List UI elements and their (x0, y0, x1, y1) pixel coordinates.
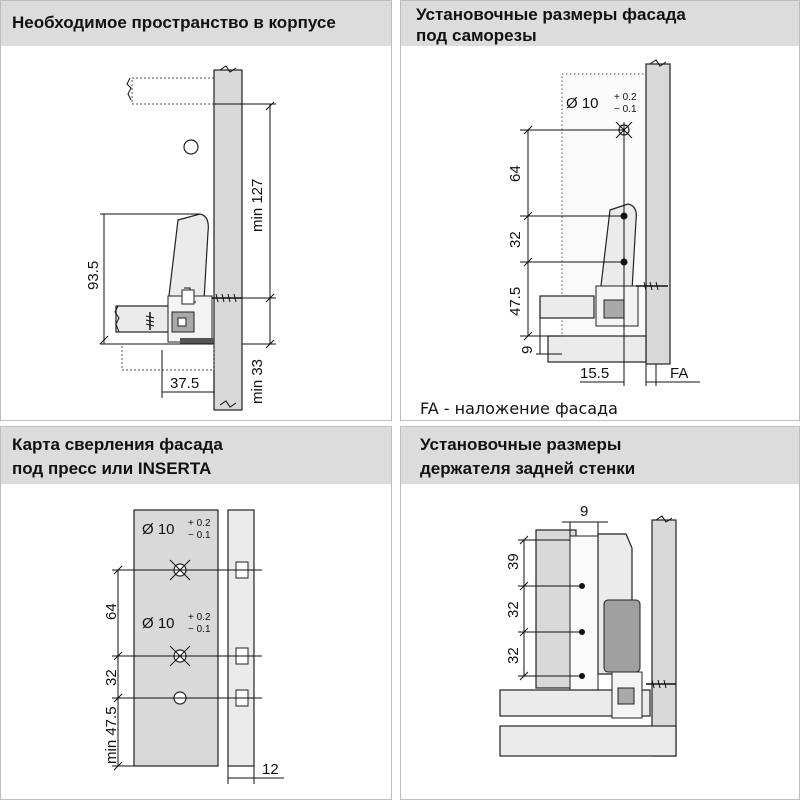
hole-diameter-2: Ø 10 (566, 95, 599, 112)
side-wall-4 (651, 519, 677, 757)
drawer-profile-2 (599, 203, 637, 295)
runner-clip-2 (603, 299, 625, 319)
dim-64-3: 64 (103, 603, 120, 620)
top-shelf (131, 77, 215, 105)
dim-47-5: 47.5 (507, 287, 524, 316)
dim-39: 39 (505, 553, 522, 570)
screw-thread-right (215, 293, 237, 303)
dim-fa: FA (670, 365, 688, 382)
dim-line-9-4 (562, 521, 608, 536)
dim-37-5: 37.5 (170, 375, 199, 392)
base-shelf-4 (499, 725, 677, 757)
dim-line-12 (227, 766, 284, 784)
holder-plate (569, 535, 599, 693)
dim-32-a: 32 (505, 601, 522, 618)
dim-ticks (99, 101, 275, 349)
dim-93-5: 93.5 (85, 261, 102, 290)
break-mark (126, 77, 132, 101)
panel1-drawing: 93.5 min 127 min 33 37.5 (85, 65, 276, 411)
dim-9-4: 9 (580, 503, 588, 520)
front-panel-3 (133, 509, 219, 767)
dim-32-b: 32 (505, 647, 522, 664)
panel3-drawing: Ø 10 + 0.2 − 0.1 Ø 10 + 0.2 − 0.1 64 32 … (103, 509, 284, 784)
wall-break-bottom (219, 400, 237, 408)
runner-foot (180, 338, 214, 344)
dim-15-5: 15.5 (580, 365, 609, 382)
panel4-title-line1: Установочные размеры (420, 435, 621, 454)
back-panel (535, 529, 577, 689)
runner-4 (611, 671, 643, 719)
panel2-title-line2: под саморезы (416, 26, 537, 45)
panel1-header (0, 0, 392, 46)
fa-note: FA - наложение фасада (420, 399, 618, 418)
dim-ticks-3 (113, 565, 123, 771)
panel2-title-line1: Установочные размеры фасада (416, 5, 686, 24)
dim-ticks-4 (519, 535, 529, 681)
dim-ticks-2 (523, 125, 533, 341)
drawer-bottom-2 (539, 295, 595, 319)
hole-tol-plus-2: + 0.2 (614, 92, 637, 103)
dim-9-left: 9 (519, 346, 536, 354)
side-wall-2 (645, 63, 671, 365)
holder-grip (603, 599, 641, 673)
front-side-view (227, 509, 255, 767)
dim-min-47-5: min 47.5 (103, 706, 120, 764)
panel4-header (400, 426, 800, 484)
dim-line-37 (161, 350, 215, 398)
panel4-title-line2: держателя задней стенки (420, 459, 635, 478)
panel3-header (0, 426, 392, 484)
dim-64: 64 (507, 165, 524, 182)
dim-line-bottom-2 (580, 300, 700, 386)
lever-box (181, 289, 195, 305)
ext-lines-2 (520, 129, 624, 337)
bottom-break (114, 305, 120, 333)
ext-lines-93 (100, 213, 214, 345)
hole2-tol-plus: + 0.2 (188, 612, 211, 623)
bottom-shelf-2 (547, 335, 647, 363)
wall-break-top (219, 65, 237, 73)
side-wall (213, 69, 243, 411)
dim-32: 32 (507, 231, 524, 248)
hole1-tol-plus: + 0.2 (188, 518, 211, 529)
wall-break-2 (649, 59, 667, 67)
panel1-border (0, 0, 392, 421)
panel2-drawing: Ø 10 + 0.2 − 0.1 64 32 47.5 9 15.5 FA FA… (420, 59, 700, 418)
wall-break-4 (655, 515, 673, 523)
screw-thread-2 (643, 281, 659, 291)
dim-line-9 (536, 300, 562, 355)
screw-thread-4 (651, 679, 667, 689)
screw-thread-left (145, 315, 155, 327)
hole-tol-minus-2: − 0.1 (614, 104, 637, 115)
runner-slot (177, 317, 187, 327)
dim-min-33: min 33 (249, 359, 266, 404)
ext-lines-3 (112, 569, 262, 767)
hole1-tol-minus: − 0.1 (188, 530, 211, 541)
dim-12: 12 (262, 761, 279, 778)
screw-hole-icon (183, 139, 199, 155)
hole1-diameter: Ø 10 (142, 521, 175, 538)
panel3-title-line1: Карта сверления фасада (12, 435, 223, 454)
ext-lines-4 (518, 539, 582, 677)
hole2-diameter: Ø 10 (142, 615, 175, 632)
dim-min-127: min 127 (249, 179, 266, 232)
panel1-title: Необходимое пространство в корпусе (12, 13, 336, 32)
panel2-header (400, 0, 800, 46)
panel3-title-line2: под пресс или INSERTA (12, 459, 211, 478)
bottom-shelf (121, 343, 215, 371)
hole2-tol-minus: − 0.1 (188, 624, 211, 635)
drawer-profile (167, 213, 209, 305)
panel4-drawing: 39 32 32 9 (499, 503, 677, 757)
runner-clip-4 (617, 687, 635, 705)
dim-32-3: 32 (103, 669, 120, 686)
